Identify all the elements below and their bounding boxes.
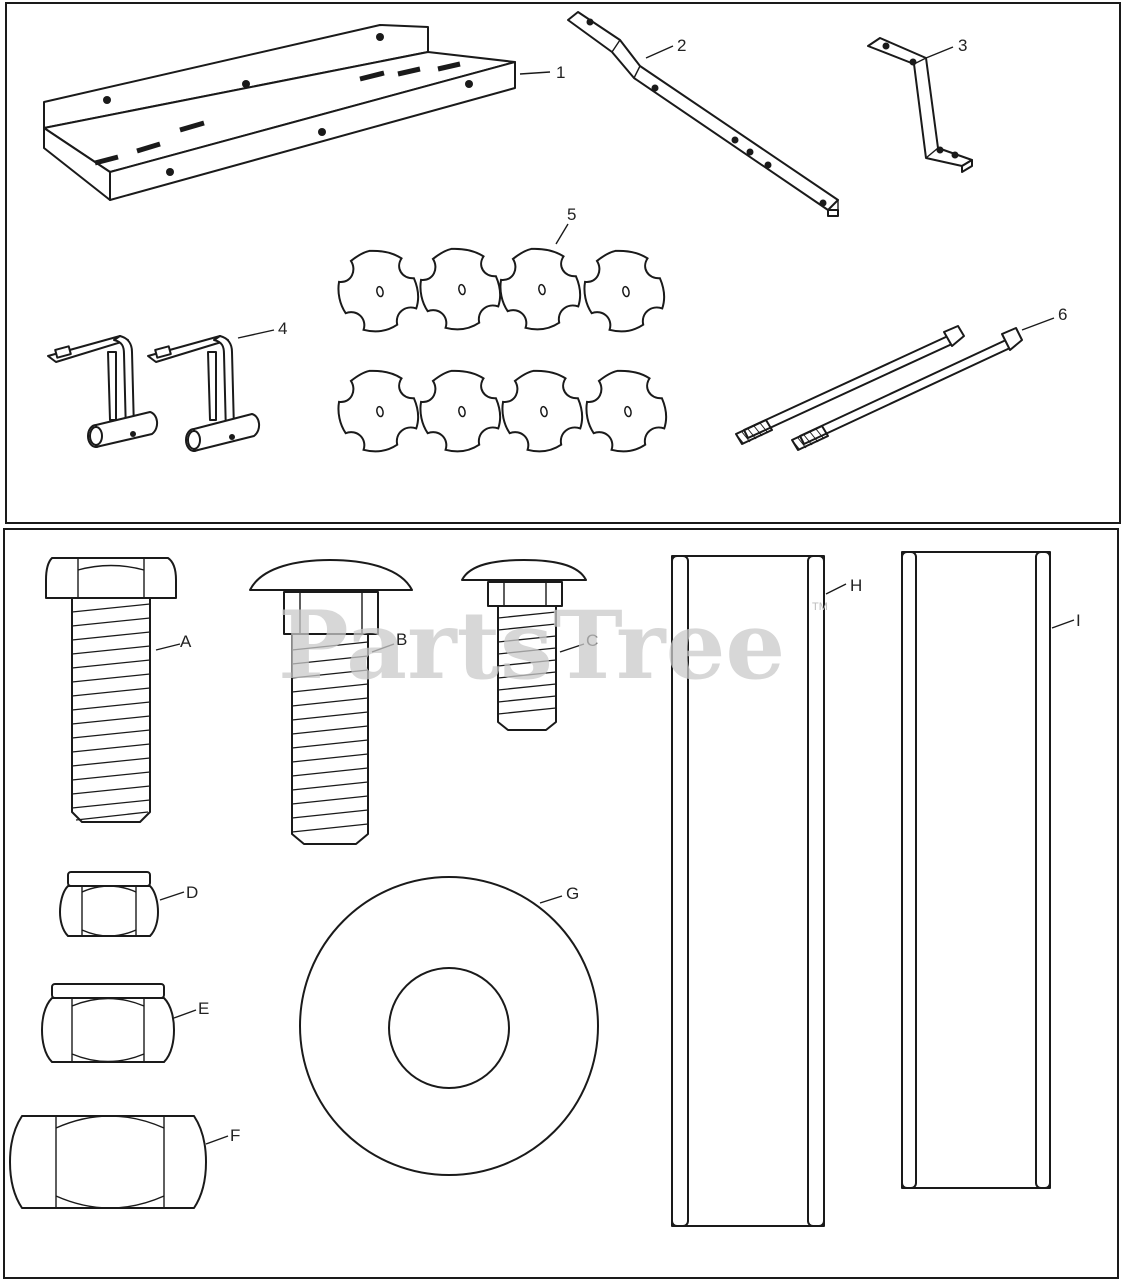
leader-2: [645, 45, 674, 59]
callout-e: E: [198, 999, 209, 1018]
callout-d: D: [186, 883, 198, 902]
leader-6: [1021, 317, 1055, 331]
leader-g: [539, 895, 563, 904]
leader-i: [1051, 619, 1075, 629]
part-2-offset-strap: [567, 11, 839, 217]
part-5-star-washers: [330, 239, 674, 460]
part-6-threaded-rods: [735, 325, 1023, 451]
part-f-large-hex-nut: [9, 1115, 207, 1209]
callout-2: 2: [677, 36, 686, 55]
leader-h: [825, 583, 847, 595]
callout-5: 5: [567, 205, 576, 224]
part-4-hanger-bracket: [47, 335, 260, 452]
leader-4: [237, 329, 275, 339]
watermark-logo: PartsTree: [278, 591, 785, 701]
leader-d: [159, 891, 185, 901]
leader-c: [559, 643, 585, 653]
part-c-short-carriage-bolt: [461, 559, 587, 731]
callout-1: 1: [556, 63, 565, 82]
leader-5: [555, 223, 569, 245]
part-3-z-bracket: [867, 37, 973, 173]
part-a-hex-bolt: [45, 557, 177, 823]
callout-i: I: [1076, 611, 1081, 630]
leader-1: [519, 71, 551, 75]
leader-b: [371, 643, 395, 653]
callout-f: F: [230, 1126, 240, 1145]
top-panel-frame: [5, 2, 1121, 524]
callout-3: 3: [958, 36, 967, 55]
leader-e: [173, 1009, 197, 1019]
callout-6: 6: [1058, 305, 1067, 324]
leader-a: [155, 643, 181, 651]
part-i-channel: [901, 551, 1051, 1189]
watermark-trademark: TM: [812, 601, 828, 613]
callout-c: C: [586, 631, 598, 650]
leader-3: [925, 46, 954, 59]
callout-g: G: [566, 884, 579, 903]
part-e-medium-lock-nut: [41, 983, 175, 1063]
callout-h: H: [850, 576, 862, 595]
callout-a: A: [180, 632, 192, 651]
callout-4: 4: [278, 319, 287, 338]
part-b-carriage-bolt: [249, 559, 413, 845]
callout-b: B: [396, 630, 407, 649]
leader-f: [205, 1135, 229, 1145]
part-d-small-lock-nut: [59, 871, 159, 937]
bottom-panel-frame: [3, 528, 1119, 1279]
part-h-channel: [671, 555, 825, 1227]
part-g-flat-washer: [299, 876, 599, 1176]
part-1-channel-bracket: [43, 24, 516, 201]
